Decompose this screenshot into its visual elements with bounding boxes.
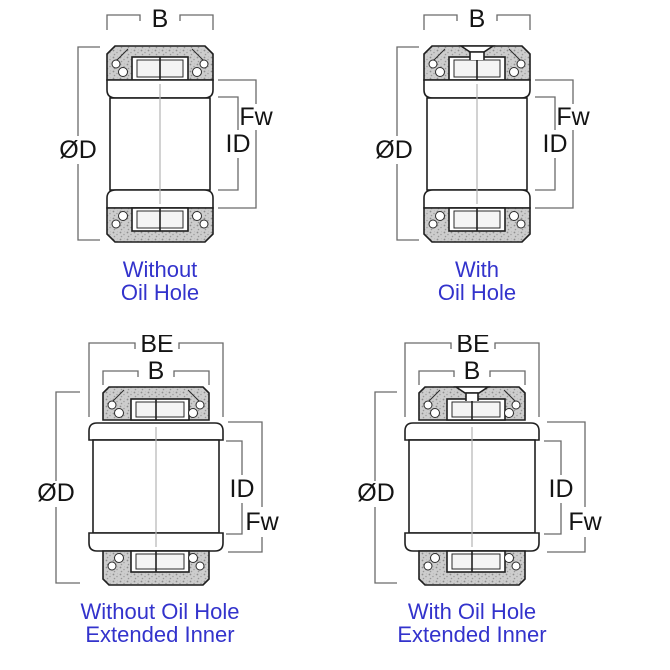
dim-bracket-od	[77, 46, 100, 241]
dim-label-b: B	[464, 357, 481, 385]
dim-label-fw: Fw	[245, 508, 279, 536]
caption-line2: Extended Inner	[397, 622, 546, 647]
dim-label-id: ID	[226, 130, 251, 158]
dim-bracket-od	[55, 391, 80, 584]
dim-label-be: BE	[140, 335, 173, 358]
dim-bracket-id	[544, 440, 562, 535]
dim-bracket-be	[404, 342, 540, 417]
caption-line2: Oil Hole	[438, 280, 516, 305]
bearing-body	[423, 45, 531, 243]
dim-label-fw: Fw	[568, 508, 602, 536]
caption-line1: Without Oil Hole	[81, 599, 240, 624]
dim-bracket-id	[218, 96, 239, 191]
dim-bracket-id	[535, 96, 556, 191]
dim-label-b: B	[148, 357, 165, 385]
dim-bracket-b	[102, 370, 210, 385]
dim-label-be: BE	[456, 335, 489, 358]
dim-label-id: ID	[549, 475, 574, 503]
dim-bracket-b	[423, 14, 531, 30]
dim-label-b: B	[152, 5, 169, 33]
caption-line2: Extended Inner	[85, 622, 234, 647]
dim-bracket-fw	[547, 421, 586, 553]
bearing-drawing-without-oil-hole-extended: BE B ØD ID Fw Without Oil Hole Extended …	[37, 335, 279, 647]
dim-bracket-b	[418, 370, 526, 385]
dim-bracket-id	[226, 440, 243, 535]
caption-line1: With Oil Hole	[408, 599, 536, 624]
diagram-with-oil-hole-extended-inner: BE B ØD ID Fw With Oil Hole Extended Inn…	[335, 335, 670, 670]
dim-bracket-od	[396, 46, 419, 241]
caption-line1: Without	[123, 257, 198, 282]
dim-label-od: ØD	[357, 479, 395, 507]
diagram-with-oil-hole: B ØD Fw ID With Oil Hole	[335, 0, 670, 335]
caption-line1: With	[455, 257, 499, 282]
diagram-without-oil-hole: B ØD Fw ID Without Oil Hole	[0, 0, 335, 335]
dim-bracket-od	[374, 391, 397, 584]
dim-label-od: ØD	[59, 136, 97, 164]
dim-label-fw: Fw	[556, 103, 590, 131]
dim-label-fw: Fw	[239, 103, 273, 131]
dim-bracket-b	[106, 14, 214, 30]
caption-line2: Oil Hole	[121, 280, 199, 305]
dim-label-id: ID	[230, 475, 255, 503]
bearing-body	[404, 386, 540, 586]
bearing-body	[88, 386, 224, 586]
bearing-drawing-with-oil-hole: B ØD Fw ID With Oil Hole	[375, 5, 590, 305]
diagram-without-oil-hole-extended-inner: BE B ØD ID Fw Without Oil Hole Extended …	[0, 335, 335, 670]
dim-bracket-fw	[228, 421, 263, 553]
bearing-drawing-with-oil-hole-extended: BE B ØD ID Fw With Oil Hole Extended Inn…	[357, 335, 602, 647]
bearing-body	[106, 45, 214, 243]
dim-label-id: ID	[543, 130, 568, 158]
dim-label-b: B	[469, 5, 486, 33]
dim-label-od: ØD	[375, 136, 413, 164]
dim-label-od: ØD	[37, 479, 75, 507]
dim-bracket-be	[88, 342, 224, 417]
bearing-drawing-without-oil-hole: B ØD Fw ID Without Oil Hole	[59, 5, 273, 305]
dim-bracket-fw	[535, 79, 574, 209]
dim-bracket-fw	[218, 79, 257, 209]
